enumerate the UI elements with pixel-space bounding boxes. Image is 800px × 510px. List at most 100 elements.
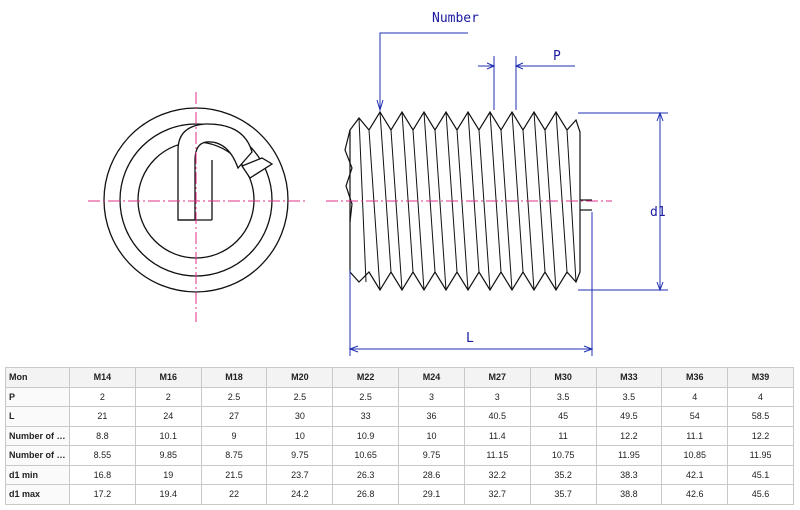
coil-line xyxy=(358,117,367,283)
table-cell: 3 xyxy=(463,386,531,407)
table-cell: 21.5 xyxy=(200,464,268,485)
coil-line xyxy=(500,129,513,291)
table-cell: 45.6 xyxy=(727,484,794,505)
table-cell: 12.2 xyxy=(727,425,794,446)
table-cell: 10.85 xyxy=(661,445,729,466)
table-cell: 28.6 xyxy=(398,464,465,485)
column-header: M33 xyxy=(595,367,663,388)
table-cell: 45 xyxy=(529,406,597,427)
side-view xyxy=(344,110,592,292)
coil-line xyxy=(401,111,414,273)
table-cell: 8.75 xyxy=(200,445,268,466)
table-cell: 10 xyxy=(266,425,334,446)
length-arrow-right xyxy=(583,345,594,353)
table-cell: 24.2 xyxy=(266,484,334,505)
table-cell: 19.4 xyxy=(134,484,202,505)
table-corner-cell: Mon xyxy=(5,367,70,388)
length-label: L xyxy=(466,331,474,346)
table-cell: 11.15 xyxy=(463,445,531,466)
table-cell: 9.75 xyxy=(266,445,334,466)
table-cell: 26.3 xyxy=(332,464,400,485)
table-cell: 22 xyxy=(200,484,268,505)
coil-line xyxy=(412,129,425,291)
table-cell: 11 xyxy=(529,425,597,446)
coil-line xyxy=(434,129,447,291)
row-label: L xyxy=(5,406,70,427)
table-cell: 26.8 xyxy=(332,484,400,505)
length-arrow-left xyxy=(348,345,359,353)
table-cell: 4 xyxy=(661,386,729,407)
table-cell: 30 xyxy=(266,406,334,427)
number-label: Number xyxy=(432,11,479,26)
row-label: Number of t... xyxy=(5,425,70,446)
table-cell: 2 xyxy=(69,386,136,407)
table-cell: 40.5 xyxy=(463,406,531,427)
coil-line xyxy=(478,129,491,291)
table-cell: 49.5 xyxy=(595,406,663,427)
table-cell: 24 xyxy=(134,406,202,427)
column-header: M36 xyxy=(661,367,729,388)
pitch-arrow-right xyxy=(514,62,524,70)
table-cell: 27 xyxy=(200,406,268,427)
table-cell: 9.75 xyxy=(398,445,465,466)
table-cell: 10.65 xyxy=(332,445,400,466)
table-cell: 10.9 xyxy=(332,425,400,446)
coil-line xyxy=(522,129,535,291)
coil-line xyxy=(533,111,546,273)
d1-arrow-bottom xyxy=(656,281,664,292)
coil-line xyxy=(489,111,502,273)
coil-line xyxy=(445,111,458,273)
table-cell: 29.1 xyxy=(398,484,465,505)
column-header: M24 xyxy=(398,367,465,388)
table-cell: 4 xyxy=(727,386,794,407)
column-header: M30 xyxy=(529,367,597,388)
table-cell: 11.1 xyxy=(661,425,729,446)
coil-line xyxy=(467,111,480,273)
table-cell: 58.5 xyxy=(727,406,794,427)
row-label: Number of t... xyxy=(5,445,70,466)
row-label: d1 max xyxy=(5,484,70,505)
table-cell: 2.5 xyxy=(200,386,268,407)
table-cell: 10.1 xyxy=(134,425,202,446)
table-cell: 3 xyxy=(398,386,465,407)
coil-line xyxy=(511,111,524,273)
end-view-tang-notch xyxy=(241,157,274,179)
table-cell: 12.2 xyxy=(595,425,663,446)
table-cell: 10 xyxy=(398,425,465,446)
table-cell: 9.85 xyxy=(134,445,202,466)
diameter-label: d1 xyxy=(650,205,666,220)
table-cell: 19 xyxy=(134,464,202,485)
table-cell: 54 xyxy=(661,406,729,427)
pitch-arrow-left xyxy=(486,62,496,70)
dimensions xyxy=(348,32,668,356)
end-view-tang xyxy=(177,123,253,221)
table-cell: 8.55 xyxy=(69,445,136,466)
column-header: M20 xyxy=(266,367,334,388)
coil-line xyxy=(566,129,577,283)
table-cell: 42.6 xyxy=(661,484,729,505)
column-header: M22 xyxy=(332,367,400,388)
row-label: d1 min xyxy=(5,464,70,485)
column-header: M39 xyxy=(727,367,794,388)
table-cell: 9 xyxy=(200,425,268,446)
number-leader-line xyxy=(379,32,468,108)
column-header: M16 xyxy=(134,367,202,388)
coil-line xyxy=(544,129,557,291)
coil-line xyxy=(456,129,469,291)
table-cell: 38.3 xyxy=(595,464,663,485)
coil-line xyxy=(379,111,392,273)
table-cell: 35.2 xyxy=(529,464,597,485)
table-cell: 21 xyxy=(69,406,136,427)
side-view-tang xyxy=(344,129,353,223)
d1-arrow-top xyxy=(656,111,664,122)
table-cell: 3.5 xyxy=(595,386,663,407)
coil-line xyxy=(555,111,568,273)
table-cell: 32.7 xyxy=(463,484,531,505)
end-view-centerlines xyxy=(88,92,306,322)
